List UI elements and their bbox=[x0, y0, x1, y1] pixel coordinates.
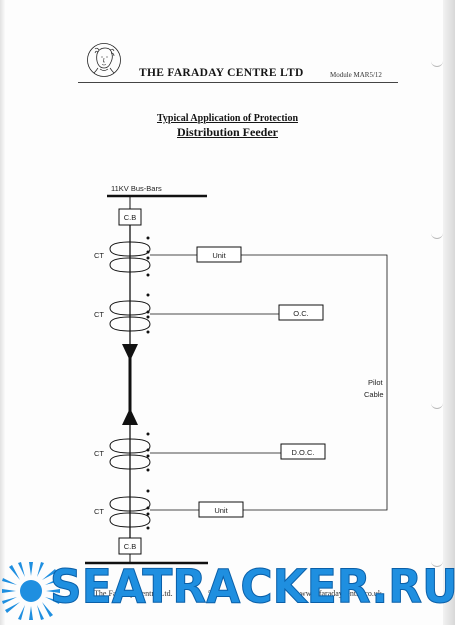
watermark-sun-icon bbox=[2, 562, 60, 620]
overcurrent-relay bbox=[278, 304, 324, 321]
overcurrent-relay-label: O.C. bbox=[293, 309, 308, 318]
power-flow-arrow-down bbox=[122, 344, 138, 361]
ct-label-4: CT bbox=[94, 507, 104, 516]
ct-label-2: CT bbox=[94, 310, 104, 319]
pilot-cable-label-2: Cable bbox=[364, 390, 384, 399]
company-name: THE FARADAY CENTRE LTD bbox=[139, 67, 304, 79]
busbar-top-label: 11KV Bus-Bars bbox=[111, 184, 162, 193]
footer-page-number: 53 bbox=[208, 589, 216, 598]
pilot-cable-label-1: Pilot bbox=[368, 378, 384, 387]
document-subtitle: Distribution Feeder bbox=[177, 125, 278, 139]
ct-label-3: CT bbox=[94, 449, 104, 458]
ct-label-1: CT bbox=[94, 251, 104, 260]
unit-relay-bottom bbox=[198, 501, 244, 518]
page-edge-left bbox=[0, 0, 5, 625]
circuit-breaker-bottom-label: C.B bbox=[124, 542, 137, 551]
directional-overcurrent-relay bbox=[280, 443, 326, 460]
unit-relay-top bbox=[196, 246, 242, 263]
punch-hole-mark bbox=[431, 560, 443, 567]
directional-overcurrent-relay-label: D.O.C. bbox=[292, 448, 315, 457]
footer-website: www.faradaycentre.co.uk bbox=[300, 589, 382, 598]
footer-company: The Faraday Centre Ltd. bbox=[94, 589, 173, 598]
punch-hole-mark bbox=[431, 60, 443, 67]
document-title: Typical Application of Protection bbox=[156, 113, 298, 124]
circuit-breaker-bottom bbox=[118, 537, 142, 555]
unit-relay-top-label: Unit bbox=[212, 251, 226, 260]
power-flow-arrow-up bbox=[122, 408, 138, 425]
pilot-cable bbox=[241, 254, 388, 511]
page-edge-right bbox=[443, 0, 455, 625]
circuit-breaker-top bbox=[118, 208, 142, 226]
faraday-portrait-logo bbox=[87, 43, 121, 77]
module-code: Module MAR5/12 bbox=[330, 71, 382, 79]
circuit-breaker-top-label: C.B bbox=[124, 213, 137, 222]
unit-relay-bottom-label: Unit bbox=[214, 506, 228, 515]
watermark-text: SEATRACKER.RU bbox=[50, 560, 455, 615]
punch-hole-mark bbox=[431, 402, 443, 409]
header-rule bbox=[78, 82, 398, 83]
punch-hole-mark bbox=[431, 232, 443, 239]
